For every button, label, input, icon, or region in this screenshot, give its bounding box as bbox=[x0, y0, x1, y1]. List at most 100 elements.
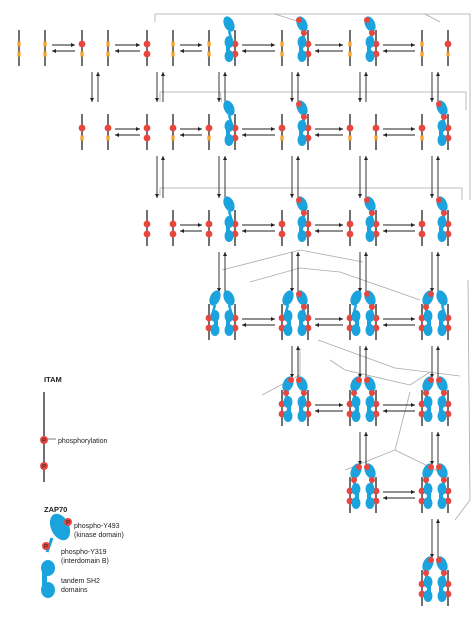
phospho-y493 bbox=[364, 197, 370, 203]
reversible-arrow bbox=[358, 252, 368, 292]
connector-line bbox=[329, 359, 431, 386]
kinase-domain bbox=[350, 290, 362, 306]
kinase-domain bbox=[209, 290, 221, 306]
itam-tyrosine bbox=[280, 135, 284, 141]
reversible-arrow bbox=[155, 156, 165, 198]
itam-tyrosine bbox=[348, 41, 352, 47]
reversible-arrow bbox=[358, 156, 368, 198]
interdomain-a bbox=[287, 402, 291, 416]
kinase-domain bbox=[282, 290, 294, 306]
itam-tyrosine bbox=[446, 51, 450, 57]
interdomain-a bbox=[439, 489, 443, 503]
itam-state bbox=[418, 100, 452, 150]
phospho-y319 bbox=[351, 477, 357, 483]
phospho-y319 bbox=[301, 304, 307, 310]
connector-line bbox=[274, 13, 301, 23]
phospho-tyrosine bbox=[143, 40, 151, 48]
phospho-tyrosine bbox=[418, 230, 426, 238]
phospho-tyrosine bbox=[205, 230, 213, 238]
interdomain-b bbox=[227, 114, 233, 123]
phospho-y319 bbox=[351, 390, 357, 396]
itam-tyrosine bbox=[207, 51, 211, 57]
interdomain-a bbox=[355, 489, 359, 503]
reversible-arrow bbox=[358, 432, 368, 465]
itam-state bbox=[348, 16, 380, 66]
zap70-legend-title: ZAP70 bbox=[44, 505, 67, 514]
phospho-y493 bbox=[296, 377, 302, 383]
itam-state bbox=[278, 376, 312, 426]
itam-legend-diagram: PP bbox=[40, 392, 56, 482]
itam-tyrosine bbox=[420, 51, 424, 57]
reversible-arrow bbox=[383, 43, 415, 53]
phospho-site bbox=[42, 542, 50, 550]
interdomain-b bbox=[227, 304, 233, 313]
phosphorylation-label: phosphorylation bbox=[58, 438, 108, 445]
interdomain-a bbox=[427, 402, 431, 416]
phospho-y319 bbox=[301, 30, 307, 36]
interdomain-a bbox=[299, 42, 303, 56]
reversible-arrow bbox=[383, 490, 415, 500]
phospho-y319 bbox=[369, 30, 375, 36]
connector-line bbox=[219, 91, 223, 103]
interdomain-a bbox=[299, 402, 303, 416]
interdomain-b bbox=[284, 304, 290, 313]
reversible-arrow bbox=[315, 127, 343, 137]
p-symbol: P bbox=[42, 439, 46, 445]
itam-state bbox=[78, 114, 112, 150]
reversible-arrow bbox=[115, 127, 140, 137]
reversible-arrow bbox=[315, 43, 343, 53]
itam-state bbox=[418, 290, 452, 340]
phospho-y319 bbox=[423, 570, 429, 576]
itam-tyrosine bbox=[17, 51, 21, 57]
reversible-arrow bbox=[180, 43, 202, 53]
phospho-y319 bbox=[441, 390, 447, 396]
itam-tyrosine bbox=[348, 135, 352, 141]
itam-state bbox=[143, 114, 177, 150]
phospho-tyrosine bbox=[169, 220, 177, 228]
phospho-y319 bbox=[423, 304, 429, 310]
itam-tyrosine bbox=[171, 41, 175, 47]
reversible-arrow bbox=[155, 72, 165, 102]
interdomain-b bbox=[440, 304, 446, 313]
phospho-y493-label: phospho-Y493 bbox=[74, 523, 120, 530]
p-symbol: P bbox=[44, 545, 48, 551]
reversible-arrow bbox=[180, 127, 202, 137]
reversible-arrow bbox=[180, 223, 202, 233]
reversible-arrow bbox=[430, 432, 440, 465]
reversible-arrow bbox=[383, 403, 415, 413]
phospho-y319 bbox=[441, 477, 447, 483]
phospho-y493 bbox=[428, 377, 434, 383]
connector-line bbox=[424, 13, 441, 23]
phospho-y319 bbox=[369, 477, 375, 483]
interdomain-a bbox=[367, 402, 371, 416]
phospho-y319 bbox=[441, 210, 447, 216]
phospho-tyrosine bbox=[346, 230, 354, 238]
itam-state bbox=[420, 30, 452, 66]
connector-line bbox=[454, 279, 471, 521]
itam-tyrosine bbox=[43, 51, 47, 57]
reversible-arrow bbox=[242, 43, 275, 53]
reversible-arrow bbox=[430, 72, 440, 102]
reversible-arrow bbox=[383, 317, 415, 327]
state-connector-lines bbox=[154, 13, 471, 521]
itam-state bbox=[418, 463, 452, 513]
legend: ITAM phosphorylation ZAP70 phospho-Y493 … bbox=[40, 375, 124, 598]
itam-tyrosine bbox=[80, 51, 84, 57]
p-symbol: P bbox=[42, 465, 46, 471]
tandem-sh2-label: tandem SH2 bbox=[61, 578, 100, 585]
phospho-y493 bbox=[356, 377, 362, 383]
interdomain-a bbox=[367, 42, 371, 56]
phospho-y493 bbox=[436, 101, 442, 107]
interdomain-b-label: (interdomain B) bbox=[61, 558, 109, 565]
reversible-arrow bbox=[217, 72, 227, 102]
interdomain-a bbox=[299, 222, 303, 236]
phospho-y319 bbox=[423, 477, 429, 483]
connector-line bbox=[159, 91, 467, 110]
phospho-tyrosine bbox=[143, 220, 151, 228]
kinase-domain bbox=[436, 290, 448, 306]
binding-states bbox=[17, 16, 452, 606]
reversible-arrow bbox=[290, 156, 300, 198]
phospho-y319 bbox=[369, 304, 375, 310]
phospho-y493 bbox=[436, 197, 442, 203]
interdomain-a bbox=[367, 489, 371, 503]
